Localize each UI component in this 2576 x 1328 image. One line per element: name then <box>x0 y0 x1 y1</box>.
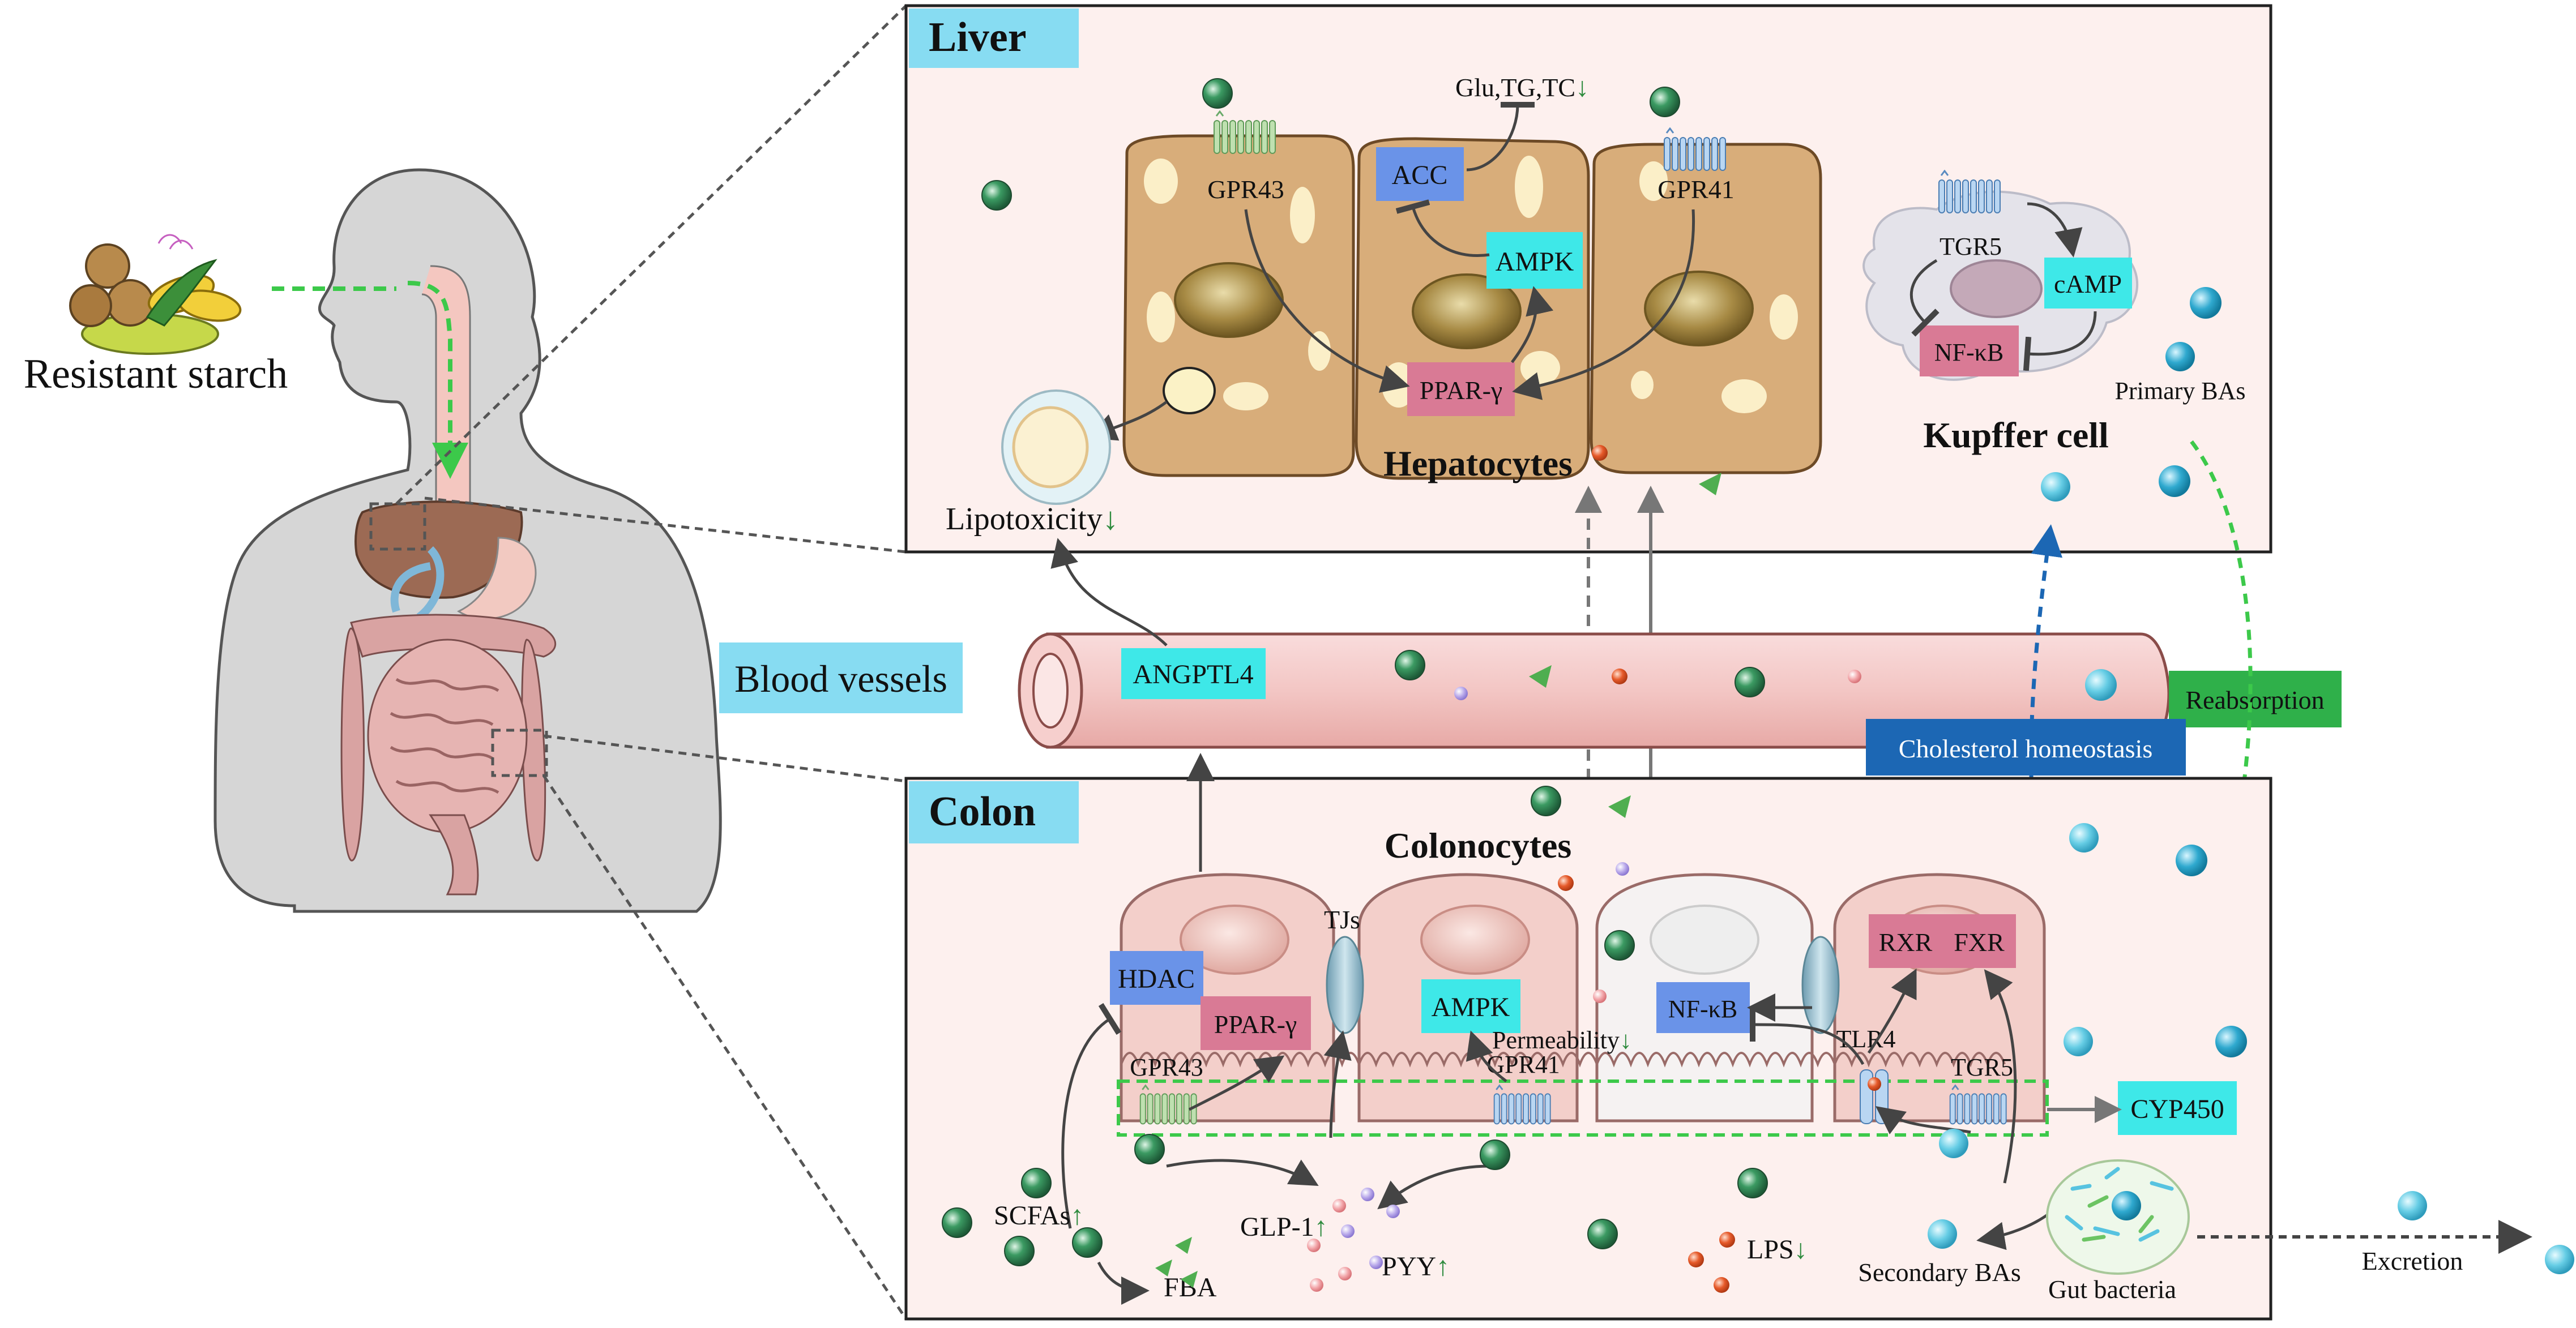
primary-bas-label: Primary BAs <box>2115 377 2246 405</box>
colon-rxr-label: RXR <box>1879 928 1933 957</box>
colon-zoom-marker <box>491 729 548 777</box>
colon-panel: Colon Colonocytes TJs HDAC PPAR-γ AMPK N… <box>904 753 2574 1321</box>
colon-title: Colon <box>929 789 1036 835</box>
liver-title-box <box>909 8 1079 68</box>
lps-label: LPS↓ <box>1747 1235 1808 1265</box>
tight-junction-1 <box>1326 936 1364 1034</box>
colon-rxr-box <box>1869 914 1942 968</box>
reabsorption-box <box>2169 671 2342 727</box>
tjs-label: TJs <box>1324 905 1360 934</box>
liver-organ <box>354 500 523 599</box>
permeability-label: Permeability↓ <box>1492 1026 1632 1054</box>
liver-glu-tg-tc-label: Glu,TG,TC↓ <box>1455 72 1589 102</box>
colon-cyp450-label: CYP450 <box>2130 1094 2224 1124</box>
hepatocyte-nucleus-2 <box>1412 273 1522 349</box>
liver-panel: Liver GPR43 GPR41 ACC AMPK PPAR-γ <box>904 4 2272 1132</box>
liver-ppar-box <box>1407 362 1515 416</box>
hepatocyte-nucleus-3 <box>1644 271 1754 346</box>
lipid-vesicle <box>1163 367 1216 414</box>
colon-tlr4-label: TLR4 <box>1836 1025 1895 1053</box>
colon-tgr5-label: TGR5 <box>1951 1053 2013 1081</box>
colon-hdac-box <box>1110 951 1203 1005</box>
colonocytes-label: Colonocytes <box>1385 825 1572 866</box>
colonocyte-nucleus-1 <box>1180 905 1289 975</box>
angptl4-box <box>1121 648 1266 699</box>
cholesterol-homeostasis-label: Cholesterol homeostasis <box>1899 734 2152 763</box>
tight-junction-2 <box>1801 936 1840 1034</box>
excretion-label: Excretion <box>2362 1246 2463 1275</box>
kupffer-tgr5-label: TGR5 <box>1940 233 2002 260</box>
glp1-label: GLP-1↑ <box>1240 1212 1328 1242</box>
liver-gpr43-label: GPR43 <box>1207 175 1284 204</box>
colon-fxr-box <box>1942 914 2016 968</box>
colon-ppar-box <box>1201 996 1311 1050</box>
liver-zoom-marker <box>369 502 426 551</box>
colon-fxr-label: FXR <box>1954 928 2005 957</box>
kupffer-cell-label: Kupffer cell <box>1923 415 2109 455</box>
reabsorption-label: Reabsorption <box>2185 686 2324 714</box>
gut-bacteria-icon <box>2046 1159 2190 1275</box>
liver-ampk-box <box>1486 232 1583 289</box>
reabsorption-arrow <box>2190 440 2253 970</box>
cholesterol-homeostasis-box <box>1866 719 2186 776</box>
kupffer-camp-box <box>2044 258 2132 309</box>
resistant-starch-food-icon <box>69 234 242 355</box>
liver-title: Liver <box>929 14 1027 61</box>
liver-ppar-label: PPAR-γ <box>1420 376 1503 405</box>
bile-duct <box>390 546 445 620</box>
intestines <box>340 614 557 896</box>
pyy-label: PYY↑ <box>1382 1252 1450 1282</box>
angptl4-label: ANGPTL4 <box>1133 659 1253 689</box>
colon-nfkb-box <box>1656 982 1750 1033</box>
kupffer-nfkb-label: NF-κB <box>1934 339 2003 366</box>
gut-bacteria-label: Gut bacteria <box>2048 1275 2176 1304</box>
kupffer-camp-label: cAMP <box>2054 269 2122 298</box>
liver-acc-box <box>1376 147 1464 201</box>
hepatocytes-label: Hepatocytes <box>1383 443 1573 483</box>
colon-ampk-box <box>1421 979 1520 1033</box>
colon-molecules <box>942 786 2574 1293</box>
liver-gpr41-label: GPR41 <box>1657 175 1734 204</box>
blood-vessels-title-box <box>719 642 963 713</box>
colonocyte-nucleus-3 <box>1650 905 1759 975</box>
liver-molecules <box>981 78 2222 502</box>
colon-nfkb-label: NF-κB <box>1668 995 1737 1023</box>
liver-ampk-label: AMPK <box>1496 247 1574 277</box>
colon-hdac-label: HDAC <box>1118 964 1195 994</box>
kupffer-nucleus <box>1950 259 2043 318</box>
colonocyte-nucleus-2 <box>1420 905 1530 975</box>
zoom-connectors <box>395 5 908 1320</box>
lipotoxicity-label: Lipotoxicity↓ <box>946 502 1118 537</box>
colon-cyp450-box <box>2118 1081 2237 1135</box>
colon-title-box <box>909 781 1079 843</box>
resistant-starch-label: Resistant starch <box>24 351 288 397</box>
liver-acc-label: ACC <box>1392 160 1448 190</box>
colon-ppar-label: PPAR-γ <box>1214 1010 1297 1039</box>
blood-vessels-label: Blood vessels <box>734 657 947 700</box>
colon-gpr43-label: GPR43 <box>1130 1053 1203 1081</box>
secondary-bas-label: Secondary BAs <box>1858 1258 2020 1287</box>
epithelium-dashed-border <box>1117 1079 2049 1137</box>
colon-ampk-label: AMPK <box>1432 992 1510 1022</box>
human-body-illustration: Resistant starch <box>24 168 722 913</box>
scfas-label: SCFAs↑ <box>994 1201 1084 1231</box>
